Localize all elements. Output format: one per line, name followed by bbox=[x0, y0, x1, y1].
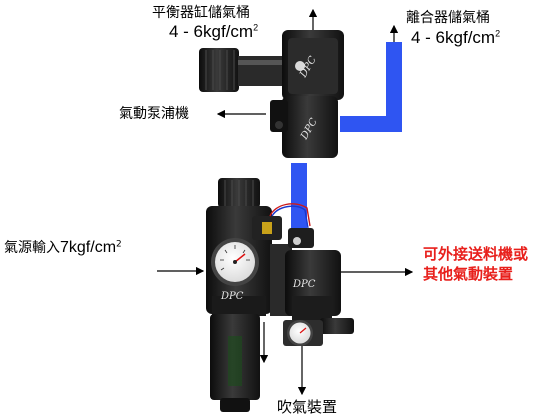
clutch-tank-pressure-sup: 2 bbox=[495, 28, 501, 39]
brand-filter: DPC bbox=[220, 291, 244, 302]
external-device-label-2: 其他氣動裝置 bbox=[423, 265, 514, 283]
top-lower-body bbox=[282, 96, 338, 158]
balancer-tank-label: 平衡器缸儲氣桶 bbox=[152, 5, 250, 21]
air-input-label: 氣源輸入7kgf/cm2 bbox=[4, 239, 122, 257]
filter-regulator bbox=[206, 178, 272, 412]
brand-manifold: DPC bbox=[292, 279, 316, 290]
clutch-tank-pressure: 4 - 6kgf/cm2 bbox=[411, 28, 501, 47]
top-port-icon bbox=[295, 61, 305, 71]
external-device-label-1: 可外接送料機或 bbox=[423, 245, 529, 263]
clutch-tank-label: 離合器儲氣桶 bbox=[406, 10, 490, 26]
clutch-tank-pressure-value: 4 - 6kgf/cm bbox=[411, 28, 496, 47]
top-regulator-assembly bbox=[199, 30, 344, 158]
balancer-tank-pressure: 4 - 6kgf/cm2 bbox=[169, 22, 259, 41]
main-pipe-vertical bbox=[291, 163, 307, 233]
clutch-pipe-horizontal bbox=[340, 116, 402, 132]
wire-red bbox=[269, 203, 311, 227]
top-knob bbox=[199, 48, 239, 92]
clutch-pipe-vertical bbox=[386, 42, 402, 132]
small-regulator-knob bbox=[320, 318, 354, 334]
air-pump-label: 氣動泵浦機 bbox=[119, 106, 189, 122]
air-input-value: 7kgf/cm bbox=[60, 239, 117, 256]
top-side-port bbox=[270, 100, 288, 132]
balancer-tank-pressure-value: 4 - 6kgf/cm bbox=[169, 22, 254, 41]
air-pipes bbox=[291, 42, 402, 233]
flow-arrows bbox=[157, 8, 414, 396]
air-input-prefix: 氣源輸入 bbox=[4, 240, 60, 256]
wire-blue bbox=[271, 205, 309, 229]
balancer-tank-pressure-sup: 2 bbox=[253, 22, 259, 33]
solenoid-manifold bbox=[252, 203, 354, 346]
air-input-sup: 2 bbox=[116, 239, 122, 250]
blow-device-label: 吹氣裝置 bbox=[277, 398, 338, 416]
